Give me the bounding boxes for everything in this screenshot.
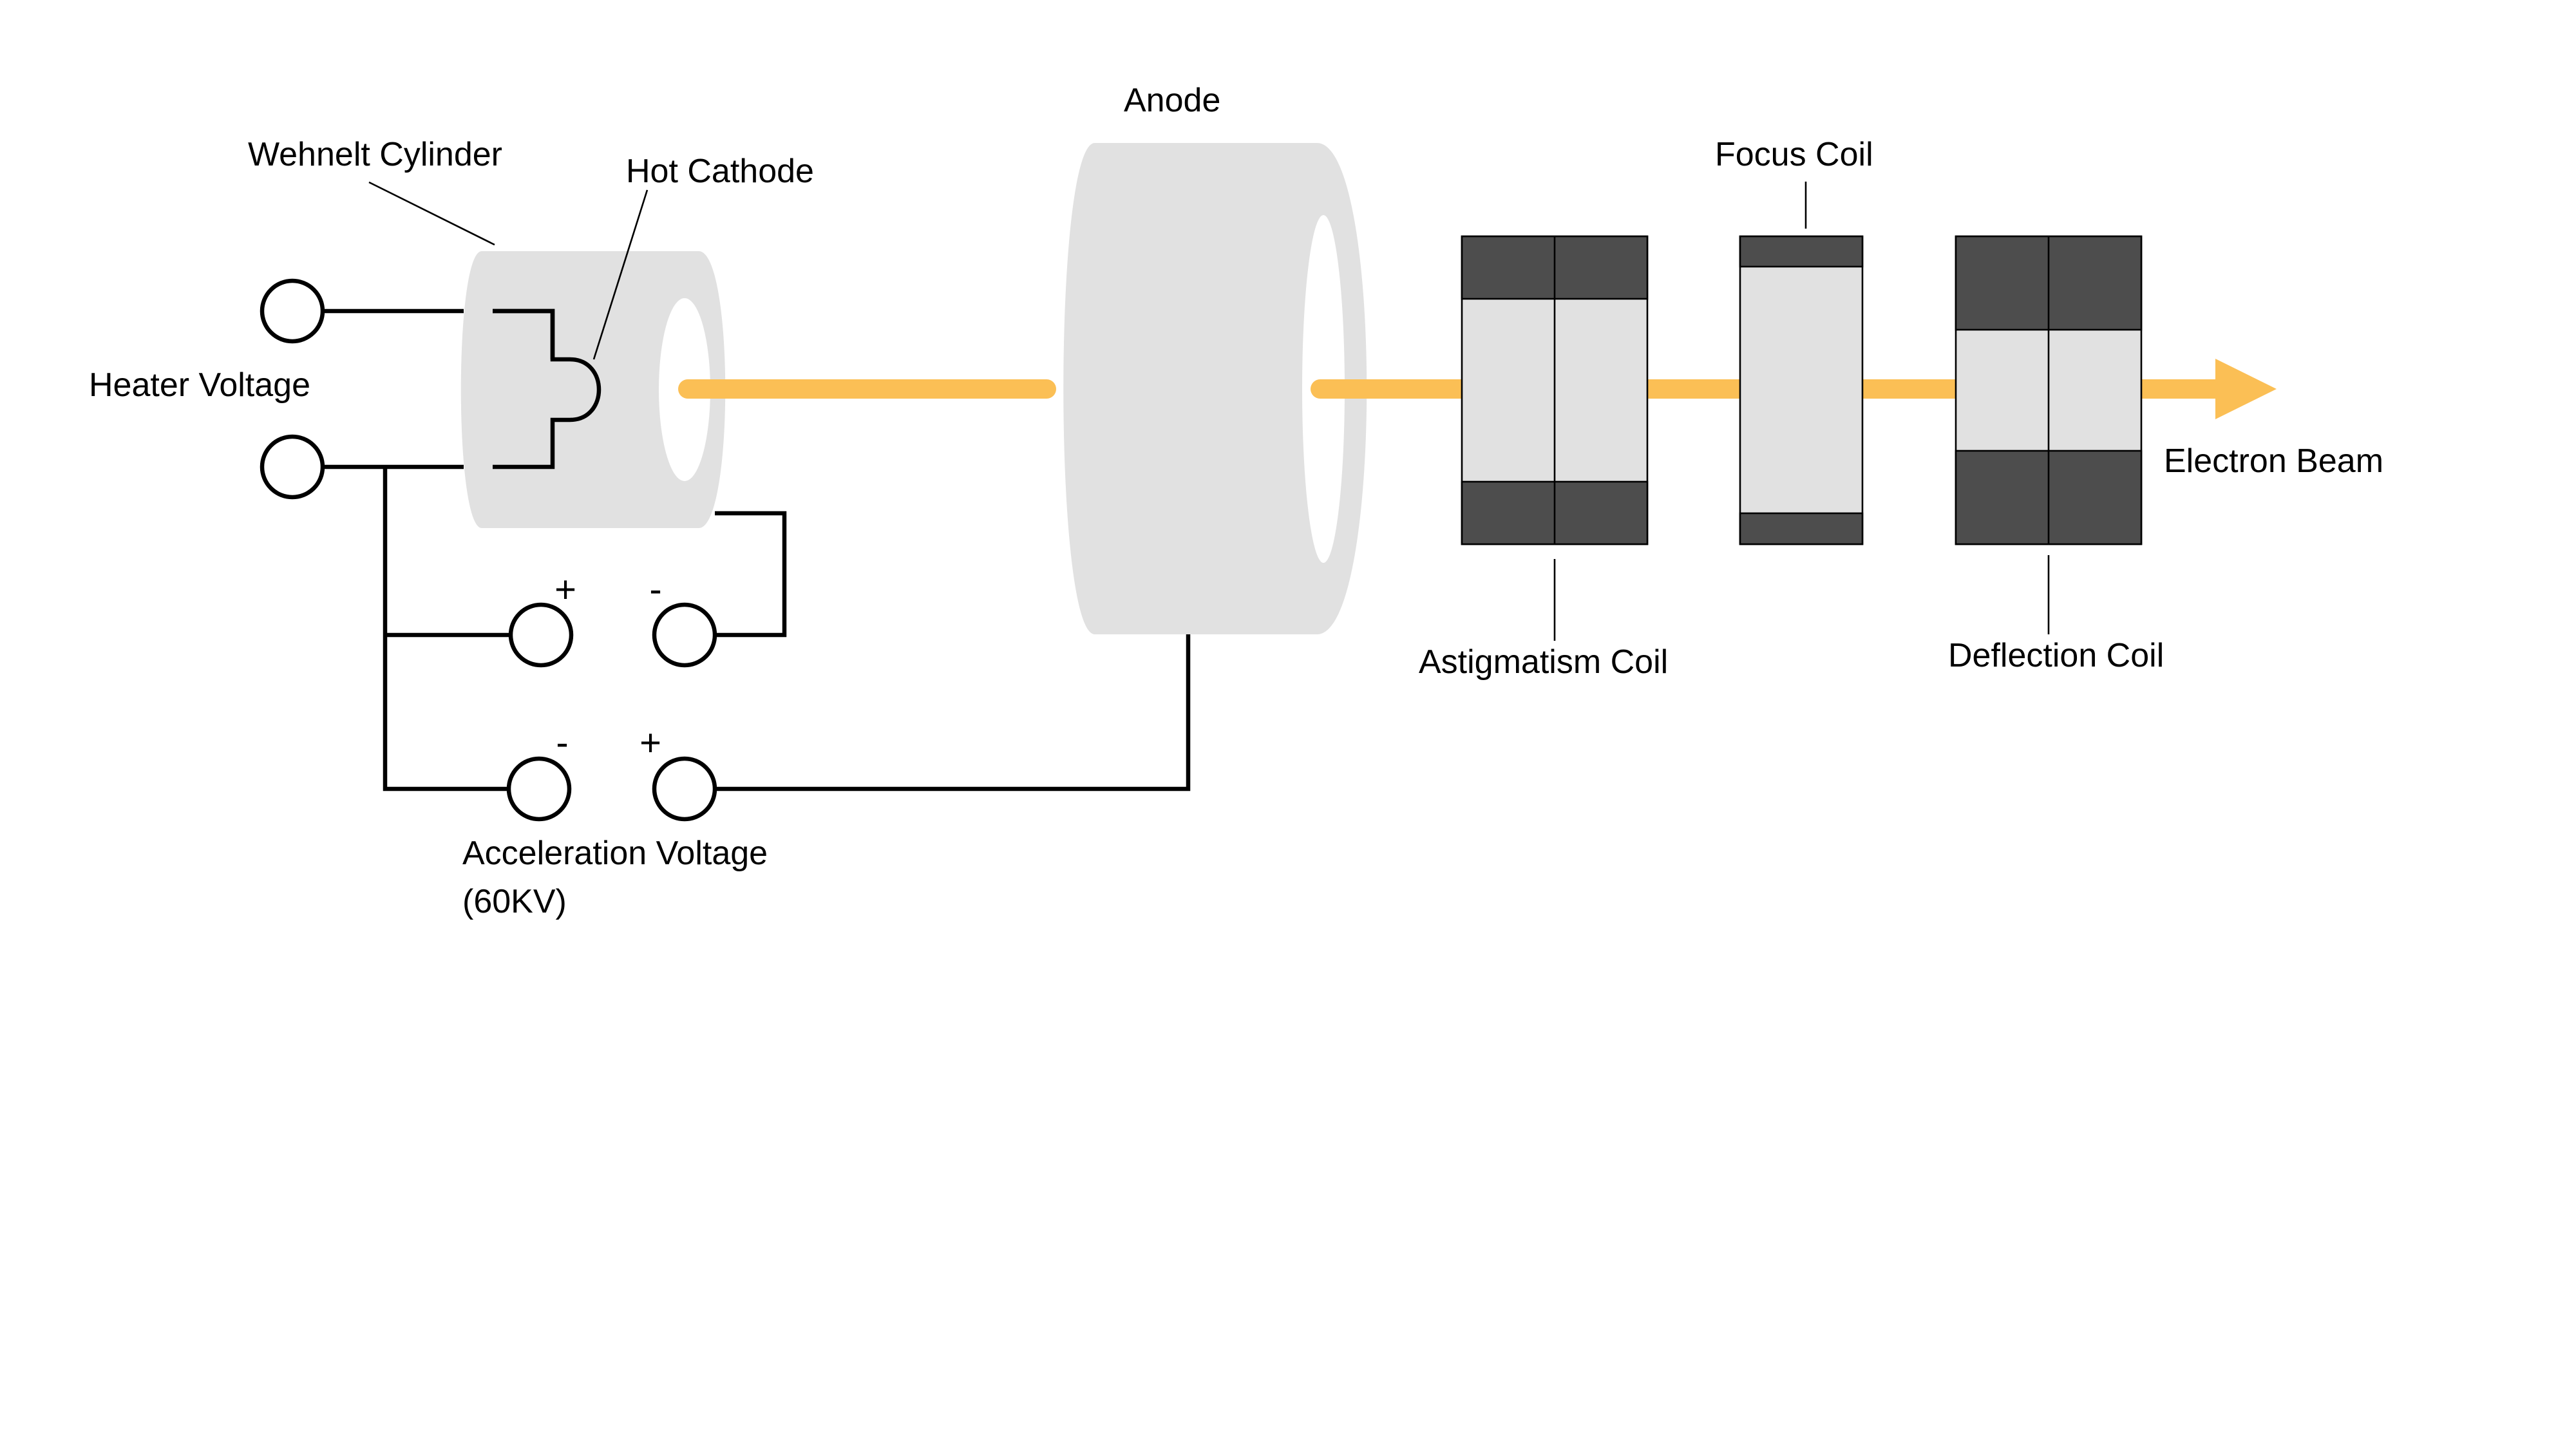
leader-lines bbox=[368, 181, 2050, 641]
bias-terminal-positive bbox=[508, 602, 574, 668]
deflection-coil bbox=[1955, 235, 2143, 545]
wehnelt-leader-line bbox=[368, 181, 495, 246]
cathode-filament bbox=[493, 308, 601, 469]
accel-positive-wire bbox=[717, 634, 1191, 791]
acceleration-voltage-label: Acceleration Voltage bbox=[462, 835, 768, 872]
beam-arrowhead bbox=[2215, 359, 2277, 419]
labels: Wehnelt Cylinder Hot Cathode Anode Focus… bbox=[89, 82, 2383, 920]
bias-negative-wire bbox=[715, 511, 787, 638]
accel-positive-sign: + bbox=[639, 722, 661, 764]
bias-negative-sign: - bbox=[649, 569, 661, 611]
polarity-marks: + - - + bbox=[554, 569, 662, 764]
accel-terminal-positive bbox=[652, 756, 717, 822]
heater-terminal-top bbox=[260, 278, 325, 344]
anode-label: Anode bbox=[1124, 82, 1220, 119]
focus-coil-label: Focus Coil bbox=[1715, 136, 1873, 173]
accel-negative-sign: - bbox=[556, 722, 568, 764]
hot-cathode-leader-line bbox=[592, 189, 649, 360]
electron-beam-label: Electron Beam bbox=[2164, 442, 2383, 480]
wehnelt-cylinder-label: Wehnelt Cylinder bbox=[248, 136, 502, 173]
acceleration-voltage-value: (60KV) bbox=[462, 883, 567, 920]
focus-coil-body bbox=[1739, 235, 1864, 545]
circuit-wiring bbox=[323, 308, 1191, 791]
focus-coil bbox=[1739, 235, 1864, 545]
heater-terminal-bottom bbox=[260, 434, 325, 500]
anode-body bbox=[1063, 143, 1367, 634]
deflection-coil-label: Deflection Coil bbox=[1948, 637, 2164, 674]
astigmatism-coil bbox=[1461, 235, 1649, 545]
wehnelt-cylinder-body bbox=[460, 251, 726, 528]
terminals bbox=[260, 278, 717, 822]
astigmatism-coil-label: Astigmatism Coil bbox=[1419, 643, 1668, 681]
focus-coil-top-winding bbox=[1739, 235, 1864, 268]
common-bus-wire bbox=[383, 467, 509, 791]
bias-terminal-negative bbox=[652, 602, 717, 668]
accel-terminal-negative bbox=[506, 756, 572, 822]
hot-cathode-label: Hot Cathode bbox=[626, 153, 814, 190]
heater-voltage-label: Heater Voltage bbox=[89, 366, 310, 404]
focus-coil-bottom-winding bbox=[1739, 512, 1864, 545]
bias-positive-sign: + bbox=[554, 569, 576, 611]
